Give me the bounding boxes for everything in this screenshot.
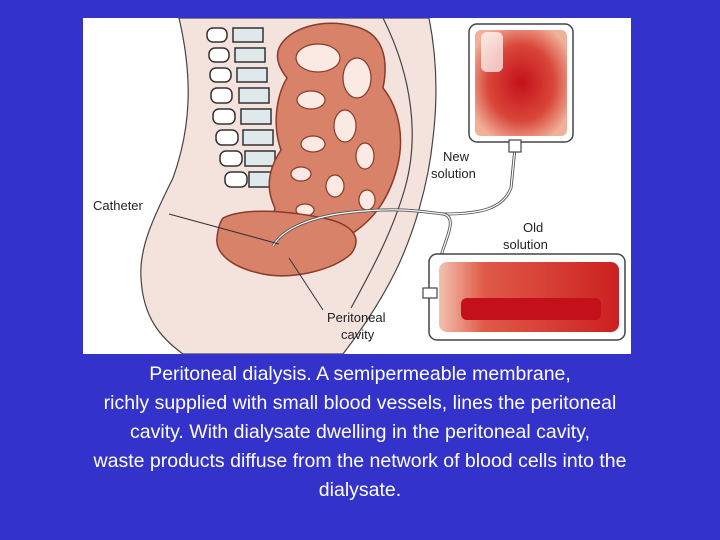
old-solution-label-2: solution <box>503 237 548 252</box>
cavity-pointer <box>288 257 324 311</box>
caption-line-5: dialysate. <box>318 479 402 501</box>
caption-line-4: waste products diffuse from the network … <box>93 450 627 472</box>
caption-line-2: richly supplied with small blood vessels… <box>103 392 617 414</box>
spine <box>206 27 280 188</box>
new-solution-label-2: solution <box>431 166 476 181</box>
catheter-pointer <box>168 213 280 245</box>
old-solution-label-1: Old <box>523 220 543 235</box>
figure-caption: Peritoneal dialysis. A semipermeable mem… <box>20 360 700 505</box>
caption-line-3: cavity. With dialysate dwelling in the p… <box>130 421 590 443</box>
old-solution-bag <box>422 253 626 341</box>
dialysis-illustration: Catheter New solution Old solution Perit… <box>83 18 631 354</box>
intestine-loops <box>290 43 376 217</box>
skin-outer-line <box>350 18 413 309</box>
new-solution-label-1: New <box>443 149 470 164</box>
peritoneal-cavity-label-2: cavity <box>341 327 375 342</box>
caption-line-1: Peritoneal dialysis. A semipermeable mem… <box>149 363 571 385</box>
dialysis-diagram-svg: Catheter New solution Old solution Perit… <box>93 18 626 354</box>
new-solution-bag <box>468 23 574 153</box>
peritoneal-cavity-label-1: Peritoneal <box>327 310 386 325</box>
catheter-label: Catheter <box>93 198 144 213</box>
peritoneal-cavity <box>216 210 357 277</box>
